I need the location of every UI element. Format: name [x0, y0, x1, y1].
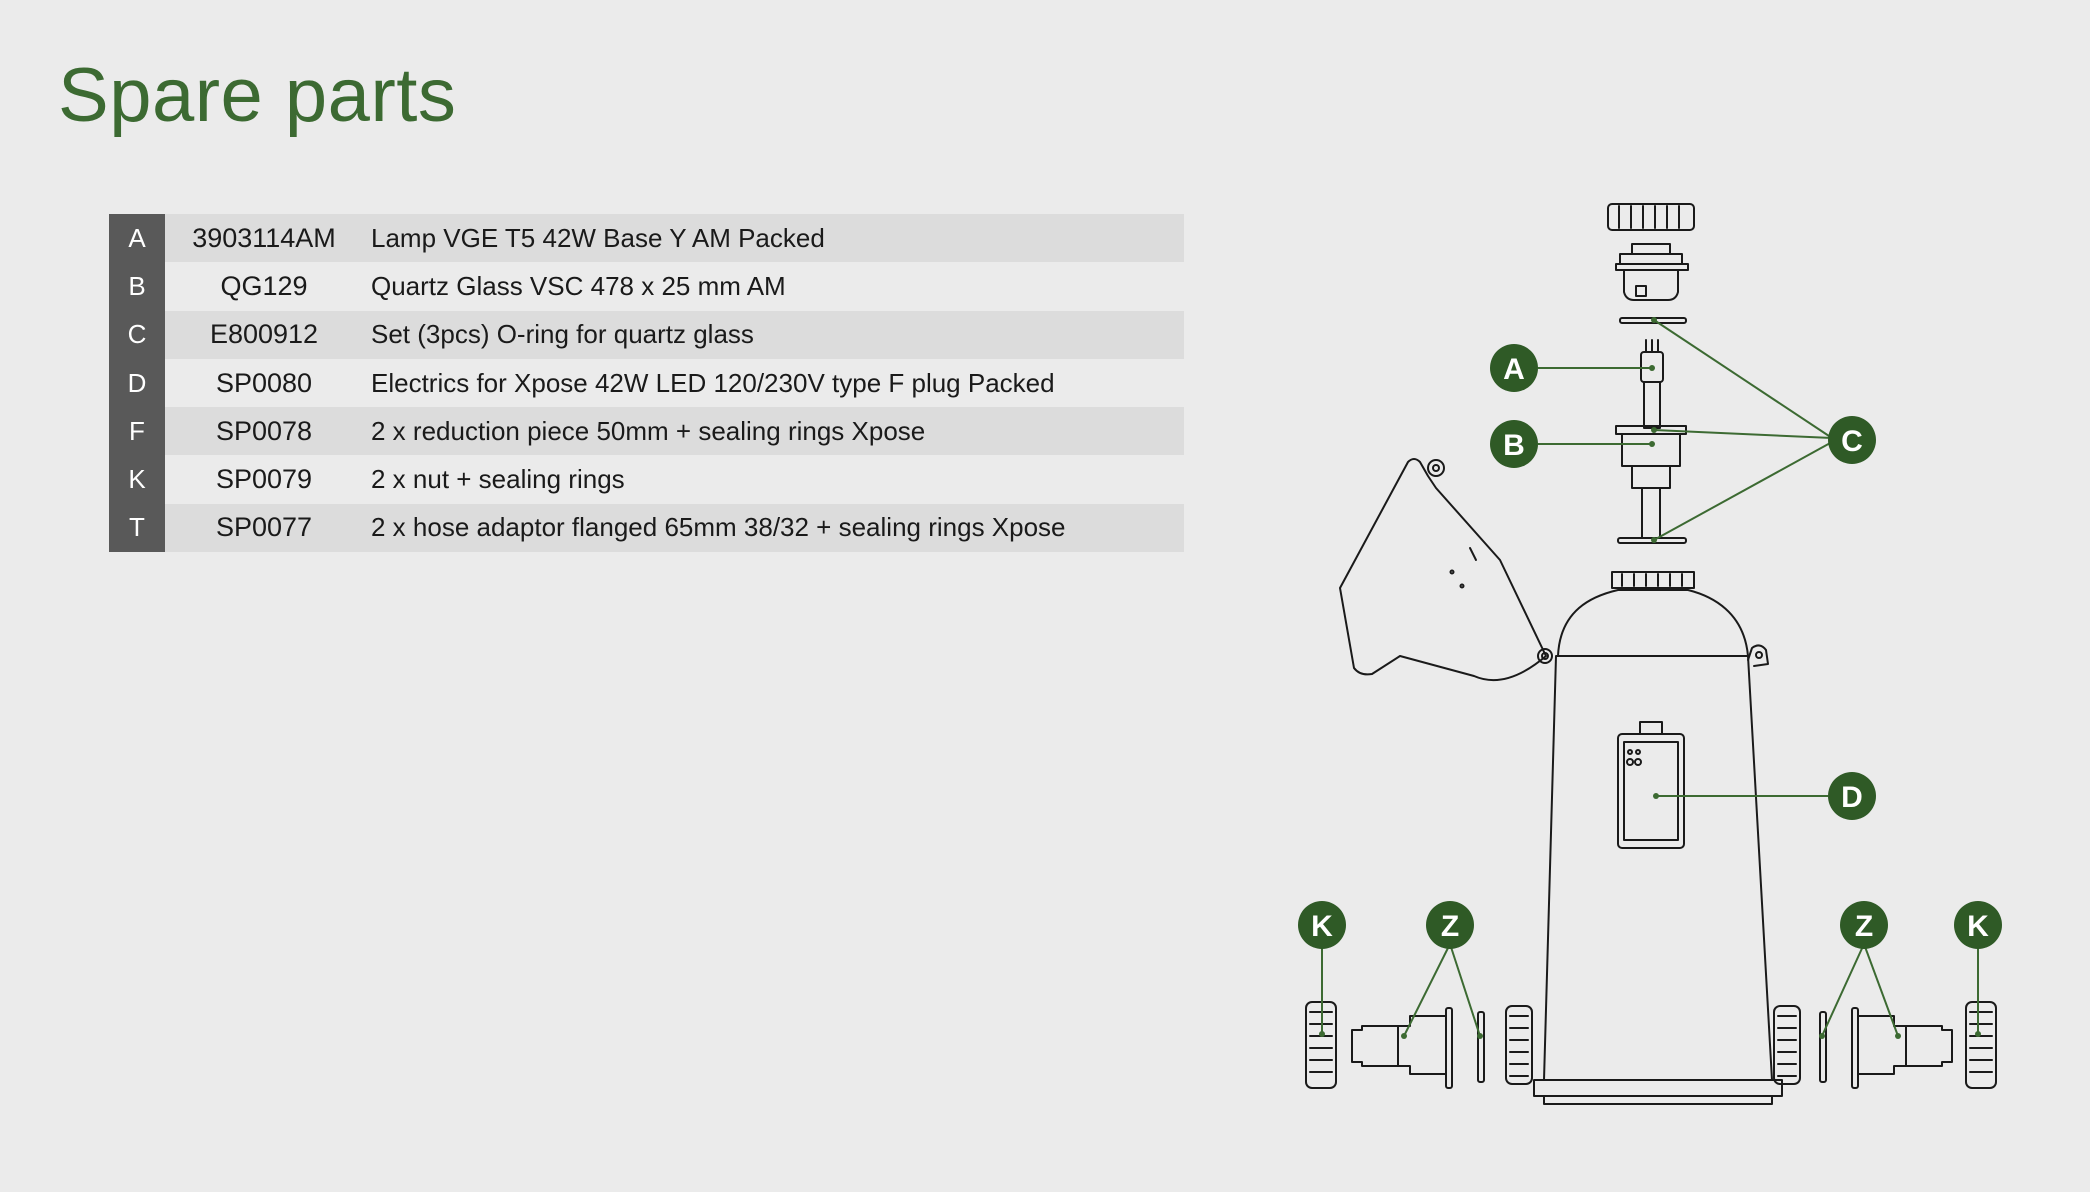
callout-k-right: K	[1954, 901, 2002, 949]
housing-body	[1543, 655, 1773, 1081]
leader-lines	[1321, 319, 1979, 1037]
callout-z-left: Z	[1426, 901, 1474, 949]
part-description: 2 x hose adaptor flanged 65mm 38/32 + se…	[363, 503, 1184, 553]
uv-lamp	[1640, 339, 1664, 429]
part-description: Quartz Glass VSC 478 x 25 mm AM	[371, 270, 786, 301]
part-letter: K	[109, 455, 165, 504]
part-code: SP0079	[215, 464, 313, 495]
part-description: Set (3pcs) O-ring for quartz glass	[363, 310, 1184, 359]
callout-z-left-label: Z	[1441, 910, 1459, 943]
callout-c-label: C	[1841, 425, 1863, 458]
part-code: SP0077	[165, 503, 363, 553]
part-description: 2 x reduction piece 50mm + sealing rings…	[363, 407, 1184, 456]
part-code: QG129	[220, 270, 308, 301]
open-lid	[1339, 458, 1547, 682]
part-code: SP0078	[165, 407, 363, 456]
part-letter: C	[109, 310, 165, 359]
right-outlet-parts	[1773, 1001, 1997, 1089]
callout-d-label: D	[1841, 781, 1863, 814]
top-cap	[1607, 203, 1695, 231]
part-letter: B	[109, 262, 165, 311]
callout-d: D	[1828, 772, 1876, 820]
part-letter: A	[109, 214, 165, 263]
table-row: K SP0079 2 x nut + sealing rings	[109, 455, 1184, 504]
callout-b-label: B	[1503, 429, 1525, 462]
table-row: B QG129 Quartz Glass VSC 478 x 25 mm AM	[109, 262, 1184, 311]
lamp-connector	[1615, 243, 1689, 301]
left-outlet-parts	[1305, 1001, 1533, 1089]
part-letter: D	[109, 358, 165, 408]
callout-b: B	[1490, 420, 1538, 468]
part-description: Electrics for Xpose 42W LED 120/230V typ…	[371, 367, 1055, 398]
part-letter: F	[109, 407, 165, 456]
leader-dots	[1319, 317, 1981, 1039]
callout-a: A	[1490, 344, 1538, 392]
part-letter: T	[109, 503, 165, 553]
part-code: E800912	[165, 310, 363, 359]
callout-k-left-label: K	[1311, 910, 1333, 943]
part-description: Lamp VGE T5 42W Base Y AM Packed	[363, 214, 1184, 263]
table-row: A 3903114AM Lamp VGE T5 42W Base Y AM Pa…	[109, 214, 1184, 263]
callout-a-label: A	[1503, 353, 1525, 386]
device-line-art	[1305, 203, 1997, 1105]
housing-dome	[1557, 589, 1749, 657]
electronics-box	[1617, 721, 1685, 849]
housing-neck	[1611, 571, 1695, 589]
callout-z-right: Z	[1840, 901, 1888, 949]
table-row: D SP0080 Electrics for Xpose 42W LED 120…	[109, 358, 1184, 408]
part-code: SP0080	[215, 367, 313, 398]
part-description: 2 x nut + sealing rings	[371, 464, 625, 495]
callout-c: C	[1828, 416, 1876, 464]
part-code: 3903114AM	[165, 214, 363, 263]
table-row: C E800912 Set (3pcs) O-ring for quartz g…	[109, 310, 1184, 359]
table-row: F SP0078 2 x reduction piece 50mm + seal…	[109, 407, 1184, 456]
callout-k-right-label: K	[1967, 910, 1989, 943]
spare-parts-table: A 3903114AM Lamp VGE T5 42W Base Y AM Pa…	[109, 214, 1184, 553]
callout-k-left: K	[1298, 901, 1346, 949]
housing-base	[1533, 1079, 1783, 1097]
table-row: T SP0077 2 x hose adaptor flanged 65mm 3…	[109, 503, 1184, 553]
page-title: Spare parts	[58, 53, 457, 138]
callout-z-right-label: Z	[1855, 910, 1873, 943]
